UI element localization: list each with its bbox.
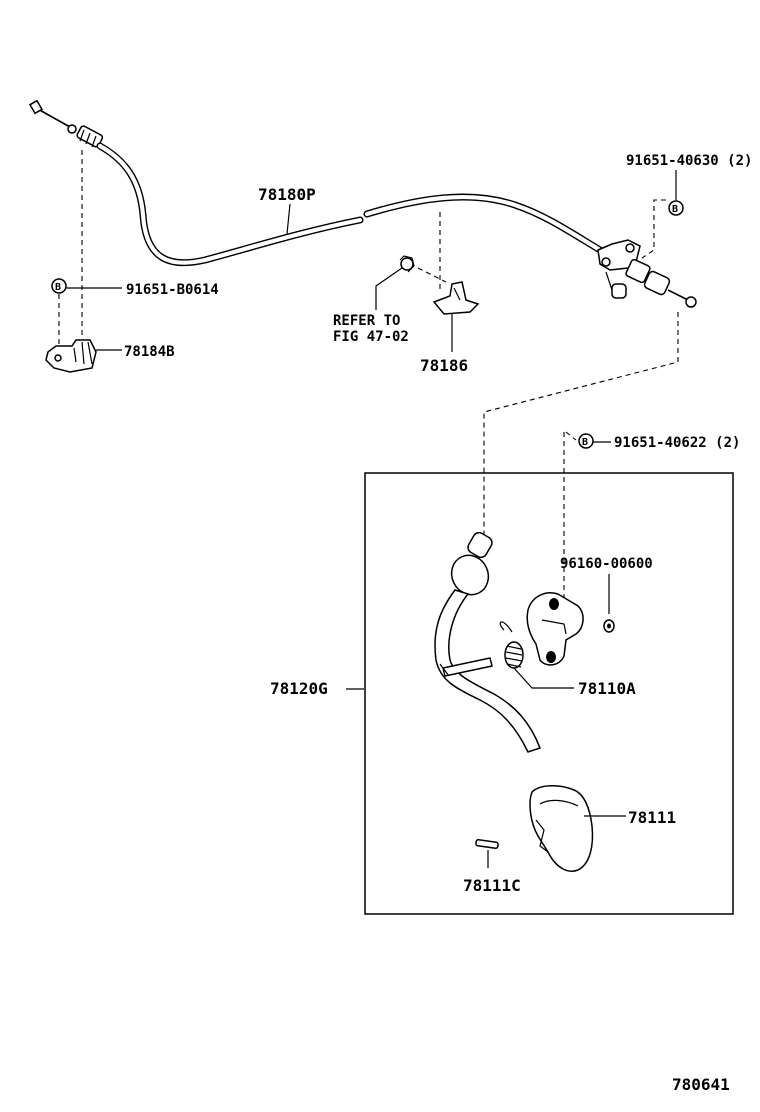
bracket-78184B: 78184B xyxy=(45,339,175,373)
cable-part-number: 78180P xyxy=(258,185,316,204)
reference-note: REFER TO FIG 47-02 xyxy=(333,267,409,345)
pedal-assembly-frame xyxy=(364,472,734,915)
clip-78186: 78186 xyxy=(399,212,480,375)
bolt-marker-b: B xyxy=(55,282,61,293)
bracket-part-number: 78184B xyxy=(124,344,175,360)
pin-78111C: 78111C xyxy=(463,839,521,895)
nut-96160: 96160-00600 xyxy=(560,556,653,633)
pedal-bracket xyxy=(526,592,584,666)
bolt-callout-pedal: B 91651-40622 (2) xyxy=(563,431,740,600)
pedal-pad-78111: 78111 xyxy=(529,785,676,872)
label-78180P: 78180P xyxy=(258,185,316,235)
figure-number: 780641 xyxy=(672,1075,730,1094)
bolt-marker-b: B xyxy=(582,437,588,448)
reference-line-1: REFER TO xyxy=(333,313,400,329)
bolt-marker-b: B xyxy=(672,204,678,215)
cable-to-pedal-link xyxy=(483,312,679,540)
reference-line-2: FIG 47-02 xyxy=(333,329,409,345)
accelerator-cable xyxy=(29,99,697,308)
nut-part-number: 96160-00600 xyxy=(560,556,653,572)
bolt-left-part-number: 91651-B0614 xyxy=(126,282,219,298)
clip-part-number: 78186 xyxy=(420,356,468,375)
pin-part-number: 78111C xyxy=(463,876,521,895)
bolt-callout-left: B 91651-B0614 xyxy=(51,150,219,350)
bolt-top-right-part-number: 91651-40630 (2) xyxy=(626,153,752,169)
spring-part-number: 78110A xyxy=(578,679,636,698)
label-78120G: 78120G xyxy=(270,679,364,698)
spring-78110A: 78110A xyxy=(499,621,636,698)
bolt-pedal-part-number: 91651-40622 (2) xyxy=(614,435,740,451)
pedal-lever xyxy=(434,531,541,753)
pedal-assembly-part-number: 78120G xyxy=(270,679,328,698)
pedal-pad-part-number: 78111 xyxy=(628,808,676,827)
bolt-callout-top-right: 91651-40630 (2) B xyxy=(626,153,752,259)
